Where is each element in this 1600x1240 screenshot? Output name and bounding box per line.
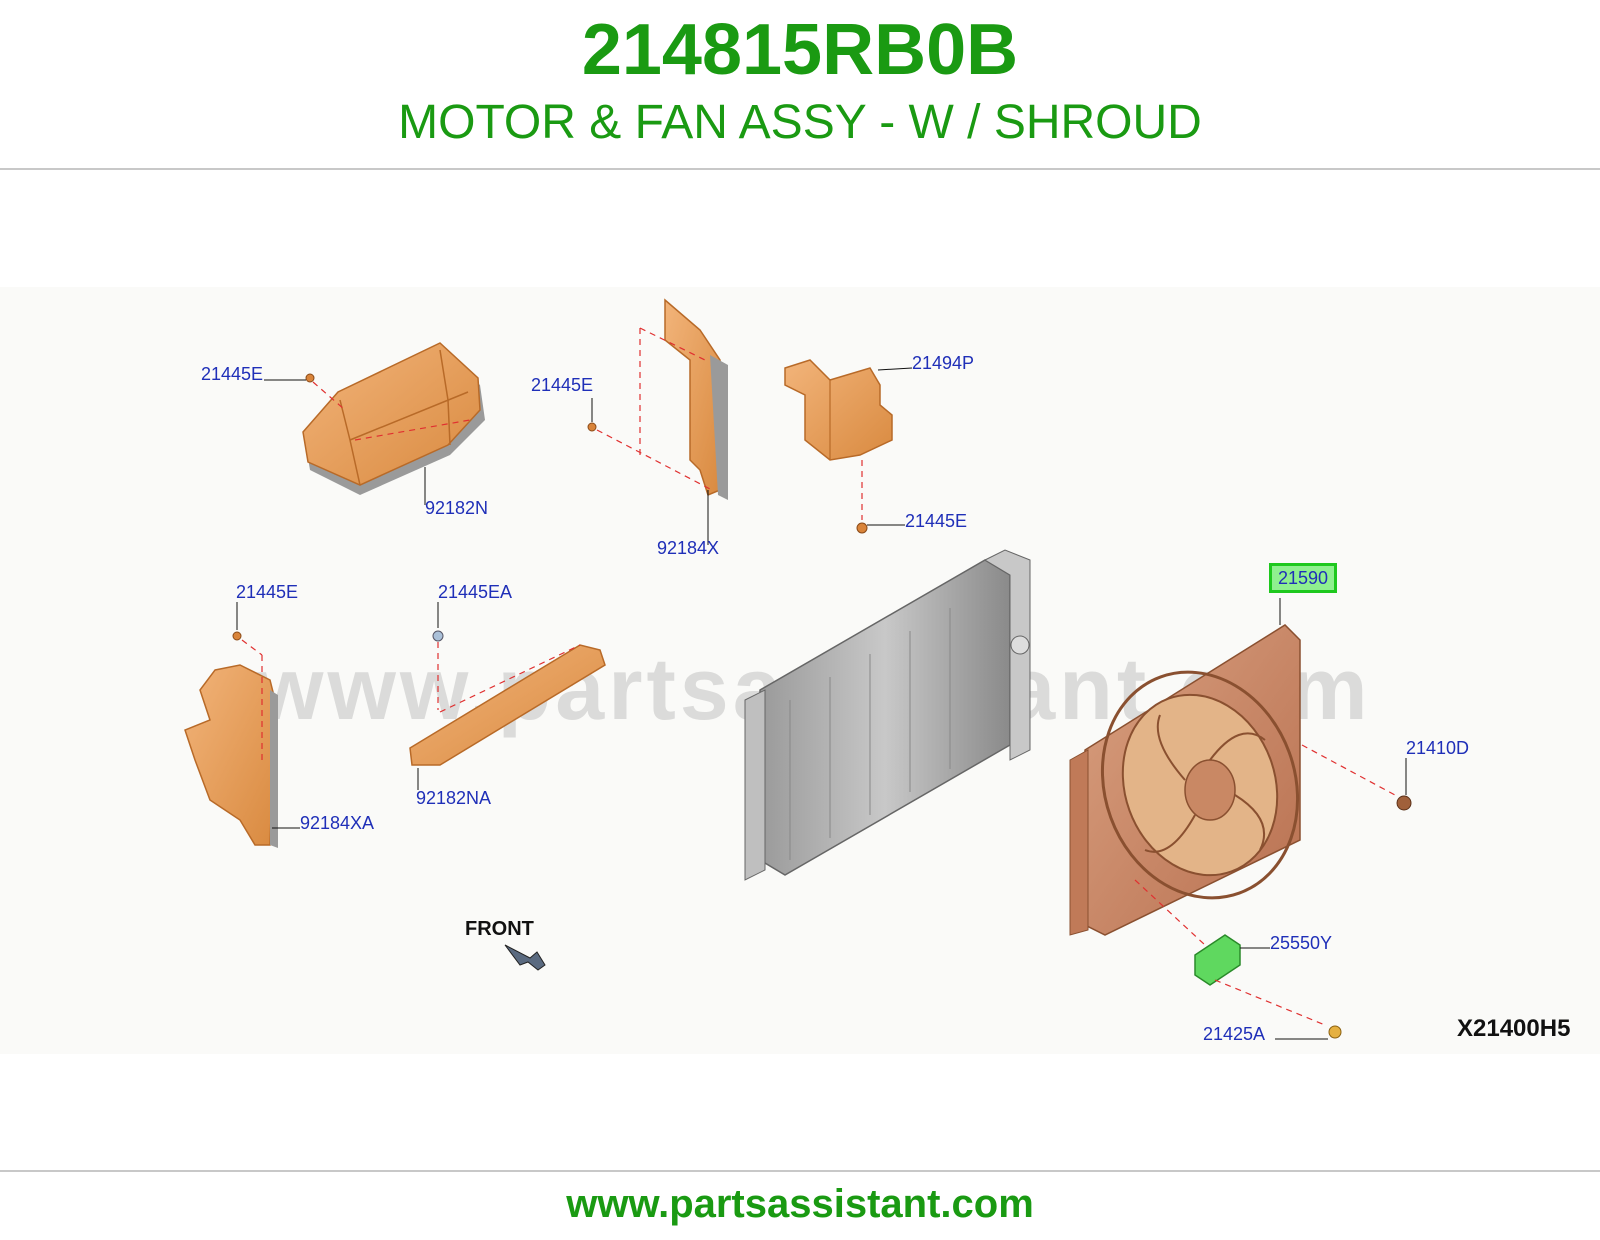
clip-icon [305,373,315,383]
footer-divider [0,1170,1600,1172]
air-guide-bar-92182NA [409,644,606,766]
callout-21445EA[interactable]: 21445EA [438,582,513,602]
diagram-code: X21400H5 [1457,1015,1571,1042]
part-description: MOTOR & FAN ASSY - W / SHROUD [398,96,1202,149]
callout-92182NA[interactable]: 92182NA [416,788,492,808]
callout-21425A[interactable]: 21425A [1203,1024,1266,1044]
radiator-illustration [744,549,1031,881]
callout-92184XA[interactable]: 92184XA [300,813,375,833]
callout-21445E[interactable]: 21445E [905,511,968,531]
header-divider [0,168,1600,170]
air-guide-side-92184X [664,298,728,500]
callout-21494P[interactable]: 21494P [912,353,975,373]
callout-92182N[interactable]: 92182N [425,498,489,518]
resistor-icon [1194,934,1241,986]
clip-icon [587,422,597,432]
air-guide-upper-92182N [302,342,485,495]
callout-21445E[interactable]: 21445E [201,364,264,384]
screw-icon [1328,1025,1342,1039]
clip-icon [432,630,444,642]
fan-shroud-assembly-21590 [1069,624,1301,936]
air-guide-bracket-21494P [784,359,893,461]
front-arrow-icon [504,944,546,971]
callout-21590-highlighted[interactable]: 21590 [1269,563,1338,593]
clip-icon [232,631,242,641]
air-guide-side-92184XA [184,664,278,848]
callout-21445E[interactable]: 21445E [531,375,594,395]
clip-icon [856,522,868,534]
callout-25550Y[interactable]: 25550Y [1270,933,1333,953]
part-number-title: 214815RB0B [581,10,1019,90]
callout-21445E[interactable]: 21445E [236,582,299,602]
callout-21410D[interactable]: 21410D [1406,738,1470,758]
footer-website-link[interactable]: www.partsassistant.com [566,1182,1034,1226]
bolt-icon [1396,795,1412,811]
callout-92184X[interactable]: 92184X [657,538,720,558]
front-label: FRONT [465,918,534,940]
page-header: 214815RB0B MOTOR & FAN ASSY - W / SHROUD [0,0,1600,168]
